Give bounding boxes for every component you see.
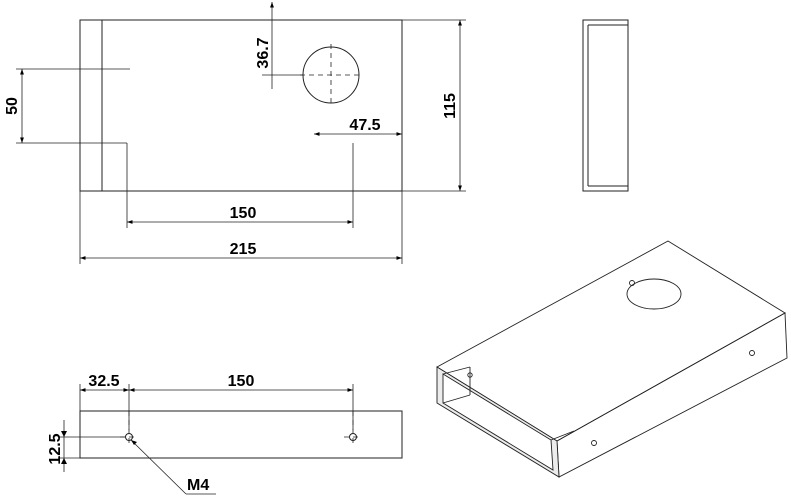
side-view	[582, 19, 629, 192]
iso-side-hole-left	[591, 440, 597, 446]
iso-inner-edge-4	[550, 430, 575, 441]
front-left-flange	[79, 19, 103, 192]
dim-150b-label: 150	[228, 373, 255, 390]
isometric-view	[436, 240, 788, 478]
iso-top-hole	[626, 278, 682, 310]
front-outline	[79, 19, 403, 192]
dim-36-7-label: 36.7	[255, 37, 272, 68]
dim-12-5-label: 12.5	[47, 433, 64, 464]
bottom-view: 32.5 150 12.5 M4	[47, 373, 403, 495]
iso-inner-edge-1	[442, 366, 471, 375]
dim-50-label: 50	[4, 97, 21, 115]
iso-top-tab	[629, 280, 635, 286]
dim-115-label: 115	[442, 93, 459, 119]
m4-leader	[130, 439, 187, 495]
iso-side-hole-right	[749, 350, 755, 356]
dim-12-5-arrow-bottom	[61, 458, 67, 464]
dim-150-label: 150	[230, 205, 257, 222]
dim-47-5-label: 47.5	[349, 117, 380, 134]
iso-front-hole	[467, 372, 473, 378]
front-view: 36.7 50 47.5 115 150 215	[4, 2, 466, 264]
m4-leader-arrow	[131, 440, 137, 445]
bottom-outline	[79, 410, 403, 459]
iso-inner-edge-2	[442, 394, 471, 404]
dim-32-5-label: 32.5	[88, 373, 119, 390]
dim-215-label: 215	[230, 241, 257, 258]
side-outline	[582, 19, 629, 192]
m4-label: M4	[187, 477, 209, 494]
iso-side-face	[556, 312, 788, 478]
dim-12-5-arrow-top	[61, 431, 67, 437]
iso-front-opening	[442, 373, 554, 471]
